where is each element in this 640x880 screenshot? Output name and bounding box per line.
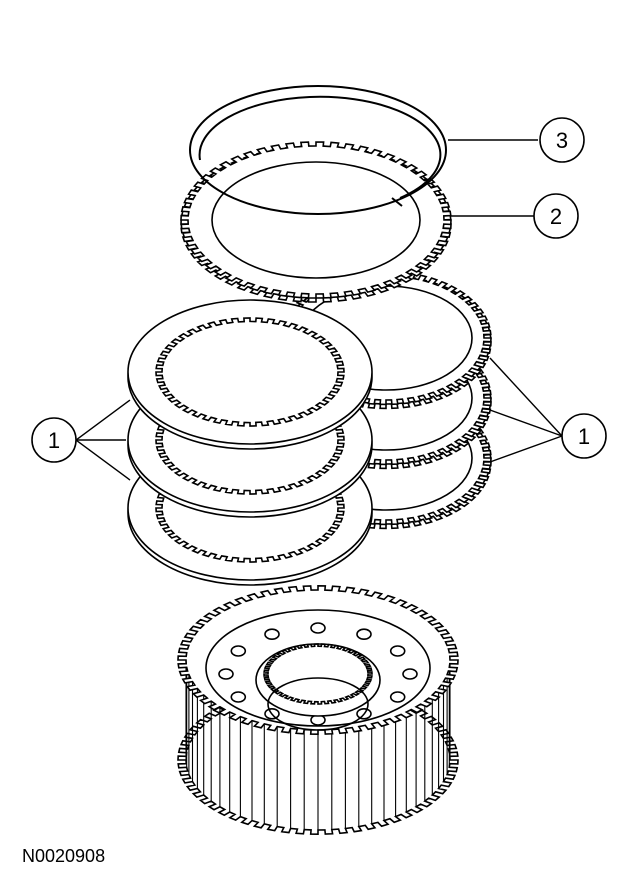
hub-hole: [264, 707, 280, 720]
hub-hole: [356, 628, 372, 641]
callout-3: 3: [448, 117, 585, 163]
hub-hole: [230, 645, 247, 657]
callout-1-left: 1: [31, 399, 131, 481]
hub-hole: [389, 645, 406, 657]
hub-hole: [230, 691, 247, 703]
pressure-plate-inner: [211, 161, 421, 279]
callout-3-label: 3: [556, 128, 568, 153]
snap-ring-gap: [391, 197, 403, 207]
clutch-hub: [177, 584, 459, 836]
snap-ring: [189, 85, 447, 215]
figure-code: N0020908: [22, 846, 106, 866]
hub-bore-inner: [267, 677, 369, 731]
callout-1-right-label: 1: [578, 424, 590, 449]
snap-ring-outer: [189, 85, 447, 215]
hub-hole: [310, 622, 326, 634]
pressure-plate-outer-teeth: [180, 141, 452, 299]
hub-hole: [264, 628, 280, 641]
friction-plate: [127, 299, 373, 450]
snap-ring-inner: [198, 95, 442, 199]
hub-hole: [389, 691, 406, 703]
hub-bore-splines: [263, 643, 373, 705]
callout-1-left-label: 1: [48, 428, 60, 453]
hub-hole: [218, 668, 234, 680]
callout-2-label: 2: [550, 204, 562, 229]
friction-plate-inner-teeth: [155, 317, 345, 427]
hub-hole: [402, 668, 418, 680]
pressure-plate: [180, 141, 452, 303]
callout-1-right: 1: [489, 357, 607, 463]
hub-bore-outer: [255, 643, 381, 717]
hub-top-face: [205, 609, 431, 727]
hub-hole: [356, 707, 372, 720]
callout-2: 2: [450, 193, 579, 239]
